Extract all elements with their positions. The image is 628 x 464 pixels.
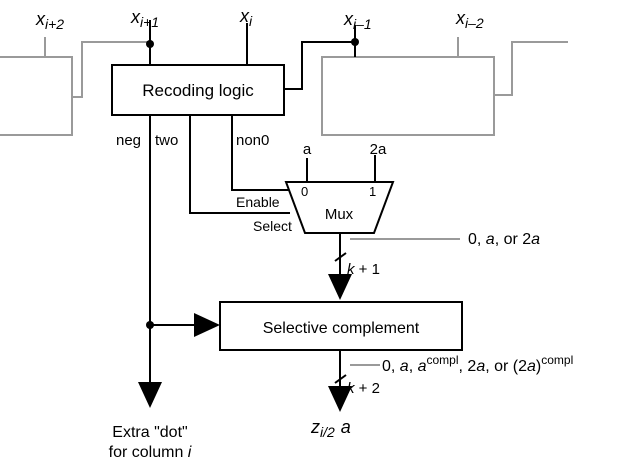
left-neighbor-cell (0, 37, 150, 136)
right-neighbor-cell (321, 37, 568, 136)
input-label-xi2: xi+2 (35, 9, 64, 32)
junction-dot-xim1 (351, 38, 359, 46)
input-label-xi1: xi+1 (130, 7, 159, 30)
non0-label: non0 (236, 132, 269, 149)
enable-label: Enable (236, 194, 280, 210)
mux-output-note: 0, a, or 2a (468, 231, 540, 248)
recoding-logic-block: Recoding logic (111, 64, 285, 116)
recoding-output-wires (138, 115, 290, 408)
mux-output-width: k + 1 (347, 261, 380, 278)
input-label-xim2: xi–2 (455, 8, 484, 31)
mux-to-complement-arrow (328, 274, 352, 300)
extra-dot-arrow (138, 382, 162, 408)
neg-label: neg (116, 132, 141, 149)
mux-label: Mux (325, 206, 354, 223)
mux-input-a-label: a (303, 141, 312, 158)
extra-dot-label-line2: for column i (109, 444, 192, 461)
input-label-xi: xi (239, 6, 253, 29)
mux-sel0-label: 0 (301, 184, 308, 199)
two-label: two (155, 132, 178, 149)
mux-sel1-label: 1 (369, 184, 376, 199)
mux-block: Mux 0 1 (284, 155, 395, 234)
input-label-xim1: xi–1 (343, 9, 372, 32)
junction-dot-xi1 (146, 40, 154, 48)
complement-output (328, 350, 380, 412)
input-wires (146, 20, 359, 90)
neg-to-complement-arrow (194, 313, 220, 337)
recoding-logic-label: Recoding logic (142, 81, 254, 100)
selective-complement-block: Selective complement (219, 301, 463, 351)
complement-output-width: k + 2 (347, 380, 380, 397)
selective-complement-label: Selective complement (263, 320, 420, 337)
mux-input-2a-label: 2a (370, 141, 387, 158)
extra-dot-label-line1: Extra "dot" (112, 424, 187, 441)
result-arrow (328, 386, 352, 412)
complement-output-note: 0, a, acompl, 2a, or (2a)compl (382, 353, 573, 375)
select-label: Select (253, 218, 292, 234)
mux-output (328, 233, 460, 300)
